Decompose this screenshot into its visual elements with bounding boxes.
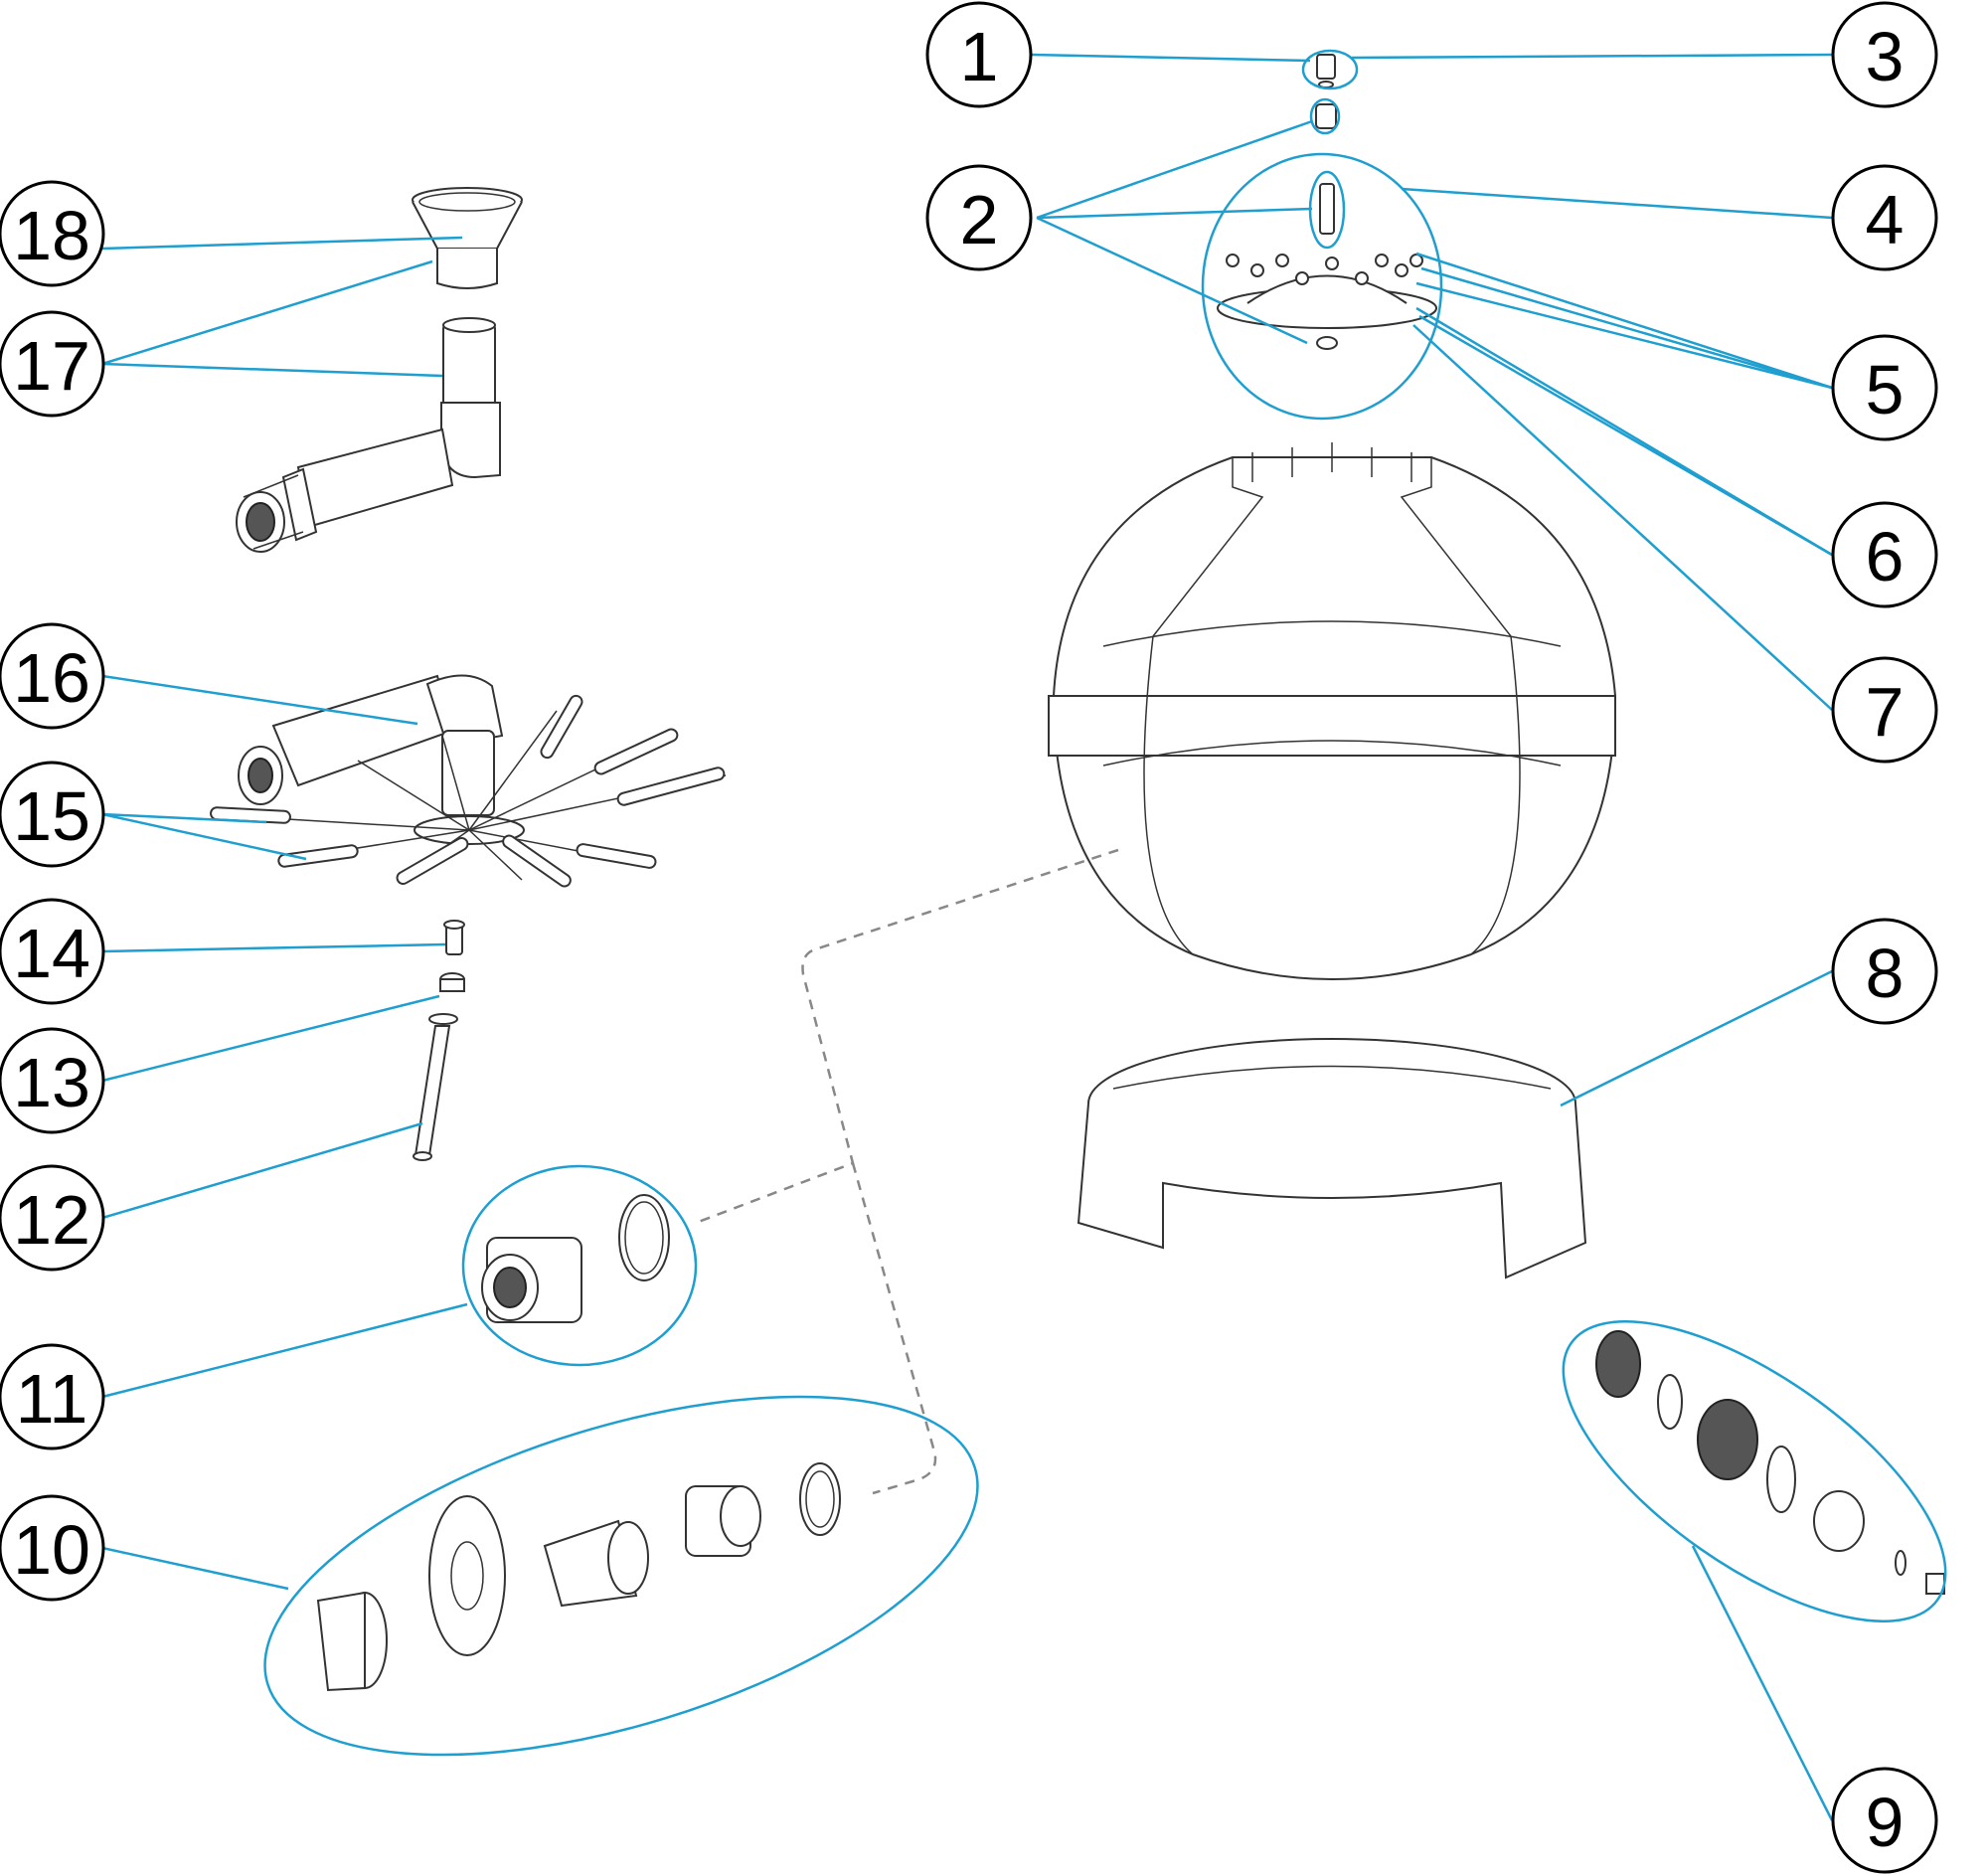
callout-18-label: 18: [13, 197, 90, 274]
top-distributor-detail: [1217, 183, 1437, 350]
callout-15: 15: [0, 761, 105, 868]
group-ellipse-2-top: [1309, 97, 1341, 135]
group-ellipse-4: [1201, 152, 1443, 421]
part-9-valve-parts: [1595, 1330, 1945, 1595]
part-12-tube: [413, 1025, 451, 1161]
group-ellipse-1: [1301, 49, 1359, 90]
callout-11-label: 11: [16, 1360, 88, 1438]
part-2-top-fitting: [1315, 103, 1337, 129]
part-18-diffuser: [412, 187, 523, 289]
callout-4-label: 4: [1866, 181, 1905, 258]
callout-8: 8: [1831, 918, 1938, 1025]
callout-16: 16: [0, 622, 105, 730]
callout-11: 11: [0, 1343, 105, 1450]
part-1-3-air-release: [1316, 54, 1336, 88]
callout-13-label: 13: [13, 1044, 90, 1121]
group-ellipse-10: [263, 1395, 979, 1757]
callout-17-label: 17: [13, 327, 90, 405]
callout-5: 5: [1831, 334, 1938, 441]
group-ellipse-9: [1562, 1320, 1947, 1622]
callout-14-label: 14: [13, 915, 90, 992]
part-10-fittings: [316, 1462, 841, 1692]
dashed-connector: [695, 848, 1119, 1495]
callout-9-label: 9: [1866, 1784, 1905, 1861]
callout-14: 14: [0, 898, 105, 1005]
callout-3-label: 3: [1866, 18, 1905, 95]
callout-12: 12: [0, 1164, 105, 1272]
callout-17: 17: [0, 310, 105, 418]
callout-10-label: 10: [13, 1511, 90, 1589]
callout-13: 13: [0, 1027, 105, 1134]
callout-2: 2: [925, 164, 1033, 271]
part-11-union: [481, 1194, 670, 1323]
callout-10: 10: [0, 1494, 105, 1602]
callout-6-label: 6: [1866, 518, 1905, 596]
filter-tank: [1048, 442, 1617, 980]
callout-2-label: 2: [960, 181, 999, 258]
callout-5-label: 5: [1866, 351, 1905, 428]
callout-6: 6: [1831, 501, 1938, 608]
group-ellipse-11: [461, 1164, 698, 1367]
callout-1: 1: [925, 1, 1033, 108]
callout-1-label: 1: [960, 18, 999, 95]
part-14-adapter: [443, 920, 465, 955]
callout-4: 4: [1831, 164, 1938, 271]
leader-lines: [101, 53, 1834, 1821]
callout-7: 7: [1831, 656, 1938, 764]
callout-18: 18: [0, 180, 105, 287]
callout-9: 9: [1831, 1767, 1938, 1874]
part-8-base: [1077, 1038, 1587, 1279]
callout-16-label: 16: [13, 639, 90, 717]
callout-15-label: 15: [13, 777, 90, 855]
part-17-elbow-pipe: [236, 317, 501, 553]
callout-7-label: 7: [1866, 673, 1905, 751]
callout-8-label: 8: [1866, 935, 1905, 1012]
part-15-laterals: [210, 694, 727, 888]
callout-12-label: 12: [13, 1181, 90, 1259]
part-16-manifold: [238, 674, 525, 845]
part-13-ring: [428, 972, 465, 1025]
callout-3: 3: [1831, 1, 1938, 108]
